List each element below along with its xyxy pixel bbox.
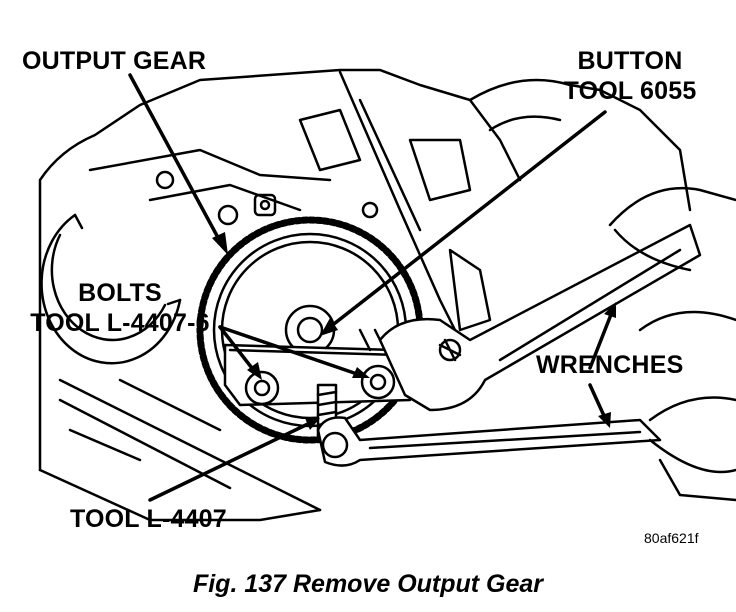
label-bolts-line2: TOOL L-4407-6 — [30, 309, 210, 337]
leader-bolt-left — [218, 325, 257, 374]
leader-lines — [128, 73, 614, 502]
label-bolts-tool: BOLTS TOOL L-4407-6 — [20, 278, 220, 338]
leader-bolt-right — [218, 325, 362, 377]
figure-code: 80af621f — [644, 530, 699, 546]
upper-wrench — [378, 223, 702, 412]
label-button-tool-line2: TOOL 6055 — [563, 77, 697, 105]
lower-wrench — [316, 416, 662, 467]
label-output-gear: OUTPUT GEAR — [22, 47, 207, 75]
label-tool-l4407: TOOL L-4407 — [70, 505, 227, 533]
hand-top — [468, 78, 692, 212]
label-button-tool: BUTTON TOOL 6055 — [540, 46, 720, 106]
figure-caption: Fig. 137 Remove Output Gear — [192, 570, 544, 598]
leader-wrench-lower — [588, 383, 607, 420]
bearing-ring — [40, 213, 182, 365]
leader-output-gear — [128, 73, 224, 247]
arrowheads — [212, 232, 616, 430]
leader-button-tool — [328, 110, 607, 329]
label-bolts-line1: BOLTS — [78, 279, 162, 307]
transmission-case — [38, 68, 522, 522]
leader-wrench-upper — [588, 310, 614, 370]
hand-right — [608, 186, 736, 502]
label-wrenches: WRENCHES — [536, 351, 684, 379]
leader-tool-l4407 — [148, 420, 314, 502]
label-button-tool-line1: BUTTON — [577, 47, 683, 75]
